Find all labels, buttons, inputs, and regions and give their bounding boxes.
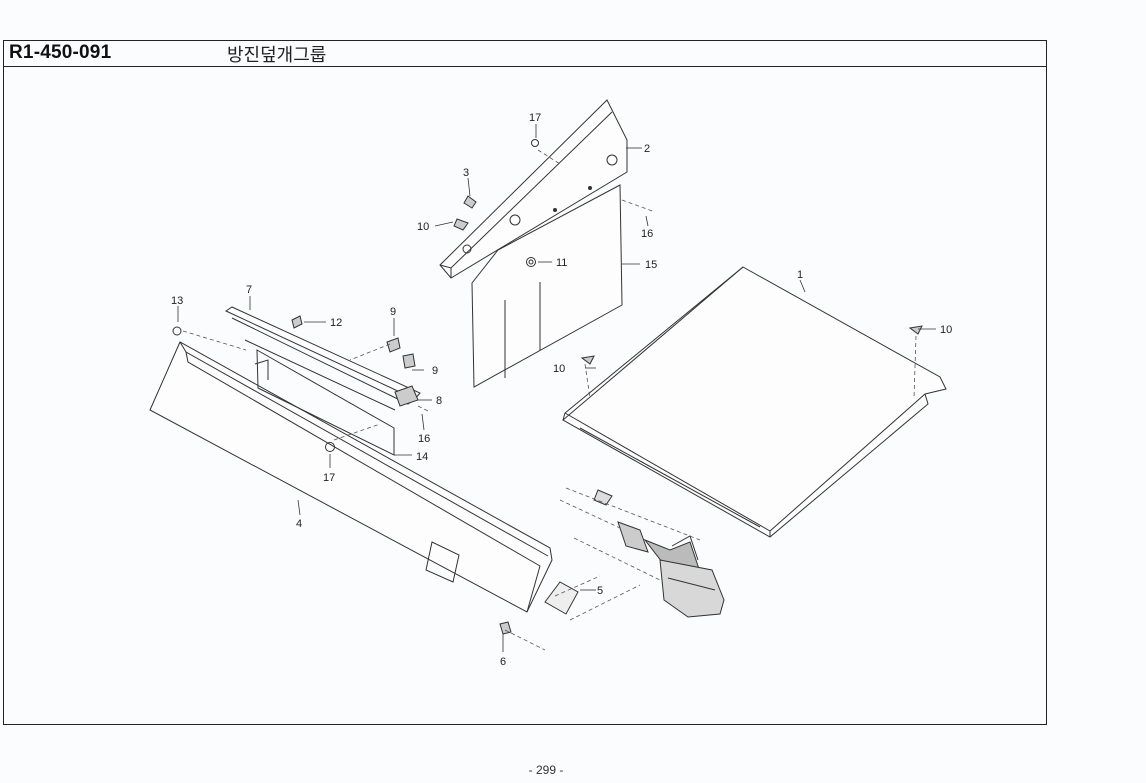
callout-10c: 10: [940, 324, 952, 336]
callout-17b: 17: [323, 472, 335, 484]
callout-9a: 9: [390, 306, 396, 318]
page-number: - 299 -: [528, 763, 564, 777]
callout-13: 13: [171, 295, 183, 307]
callout-5: 5: [597, 585, 603, 597]
part-code: R1-450-091: [9, 42, 112, 63]
diagram-frame: R1-450-091 방진덮개그룹: [3, 40, 1047, 725]
callout-3: 3: [463, 167, 469, 179]
callout-4: 4: [296, 518, 302, 530]
callout-16b: 16: [418, 433, 430, 445]
group-name: 방진덮개그룹: [227, 45, 327, 66]
callout-9b: 9: [432, 365, 438, 377]
callout-12: 12: [330, 317, 342, 329]
part-15-curtain: [471, 184, 623, 388]
assembly-guides: [182, 149, 917, 651]
callout-15: 15: [645, 259, 657, 271]
callout-17a: 17: [529, 112, 541, 124]
hinge-assembly: [593, 489, 725, 618]
callout-7: 7: [246, 284, 252, 296]
callout-10b: 10: [553, 363, 565, 375]
callout-14: 14: [416, 451, 428, 463]
leader-lines: [177, 124, 936, 652]
callout-10a: 10: [417, 221, 429, 233]
part-4-front-cover: [149, 341, 553, 613]
part-2-bracket-rail: [439, 99, 628, 279]
part-7-upper-rail: [224, 306, 421, 411]
callout-6: 6: [500, 656, 506, 668]
callout-1: 1: [797, 269, 803, 281]
callout-11: 11: [556, 257, 567, 269]
callout-numbers: 1 2 3 4 5 6 7 8 9 9 10 10 10 11 12 13 14…: [171, 112, 952, 668]
callout-2: 2: [644, 143, 650, 155]
callout-8: 8: [436, 395, 442, 407]
title-bar: R1-450-091 방진덮개그룹: [4, 41, 1046, 67]
part-5-bracket: [544, 581, 579, 615]
part-1-cover-panel: [562, 266, 947, 538]
callout-16a: 16: [641, 228, 653, 240]
